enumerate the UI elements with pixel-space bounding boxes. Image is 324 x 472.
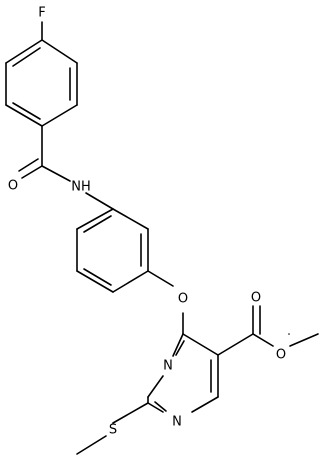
- bond: [85, 192, 114, 210]
- bond: [217, 333, 254, 356]
- bond: [21, 165, 43, 179]
- bond: [41, 39, 78, 64]
- bond: [18, 158, 39, 172]
- fluorophenyl-ring: [5, 21, 78, 127]
- ester-carbonyl-oxygen-label: O: [251, 291, 261, 306]
- methylthio-group: [76, 402, 149, 455]
- bond: [147, 375, 164, 398]
- bond: [76, 270, 114, 293]
- pyrimidine-ring: [147, 333, 219, 413]
- bond: [41, 165, 71, 182]
- bond: [175, 340, 185, 356]
- atom-labels: F O NH O O O N N S: [8, 6, 286, 438]
- bond: [76, 435, 107, 455]
- bond: [112, 402, 149, 424]
- ester-oxygen-label: O: [276, 348, 286, 363]
- bond: [112, 270, 149, 293]
- pyrimidine-n3-label: N: [163, 359, 173, 374]
- bond: [12, 47, 41, 67]
- bond: [172, 333, 184, 357]
- bond: [12, 102, 41, 120]
- bond: [76, 208, 114, 230]
- amide-nh-label: NH: [71, 180, 91, 195]
- ethyl-ester-group: [217, 305, 319, 356]
- central-benzene-ring: [76, 208, 149, 293]
- bond: [83, 268, 112, 286]
- amide-group: [18, 125, 114, 210]
- bond: [289, 333, 319, 347]
- bond: [147, 270, 174, 287]
- bond: [154, 401, 167, 412]
- fluorine-label: F: [38, 6, 45, 21]
- carbonyl-oxygen-label: O: [8, 179, 18, 194]
- bond: [5, 39, 43, 64]
- sulfur-label: S: [109, 423, 117, 438]
- bond: [83, 215, 112, 233]
- bond: [252, 333, 274, 347]
- pyrimidine-n1-label: N: [172, 415, 182, 430]
- bond: [182, 333, 219, 356]
- bond: [147, 402, 164, 413]
- ether-oxygen-label: O: [178, 292, 188, 307]
- bond: [5, 104, 43, 127]
- bond: [191, 396, 219, 413]
- bond: [112, 208, 149, 230]
- bond: [41, 104, 78, 127]
- ether-link: [147, 270, 184, 335]
